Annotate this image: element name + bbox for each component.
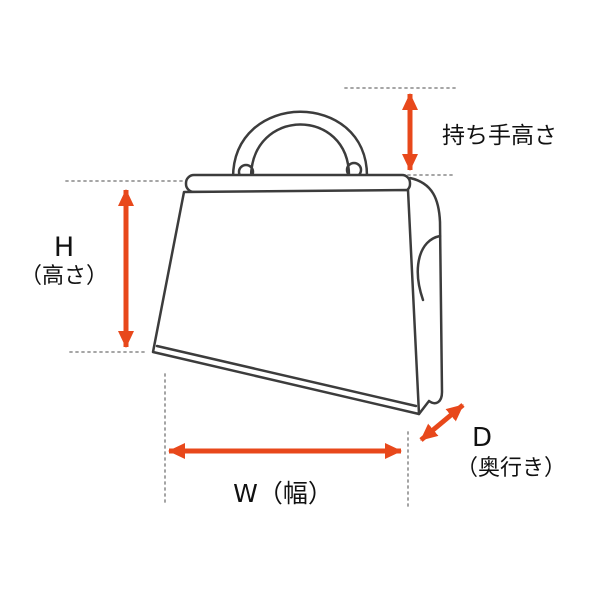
- height-caption: （高さ）: [19, 264, 108, 290]
- handle-outer-outline: [231, 110, 369, 180]
- depth-label: D （奥行き）: [456, 422, 566, 482]
- width-label: W（幅）: [233, 479, 333, 508]
- bag-illustration: [151, 110, 444, 416]
- side-gusset-crease: [416, 234, 442, 302]
- handle-height-label: 持ち手高さ: [442, 123, 557, 149]
- height-label: H （高さ）: [14, 232, 114, 291]
- dimension-arrows: [118, 93, 465, 459]
- front-bottom-seam: [155, 344, 418, 408]
- depth-caption: （奥行き）: [456, 455, 567, 481]
- depth-arrow: [419, 403, 465, 442]
- depth-letter: D: [472, 423, 493, 453]
- front-panel: [151, 188, 421, 416]
- handle-inner-outline: [249, 123, 351, 180]
- height-letter: H: [53, 232, 75, 263]
- side-panel: [408, 176, 444, 416]
